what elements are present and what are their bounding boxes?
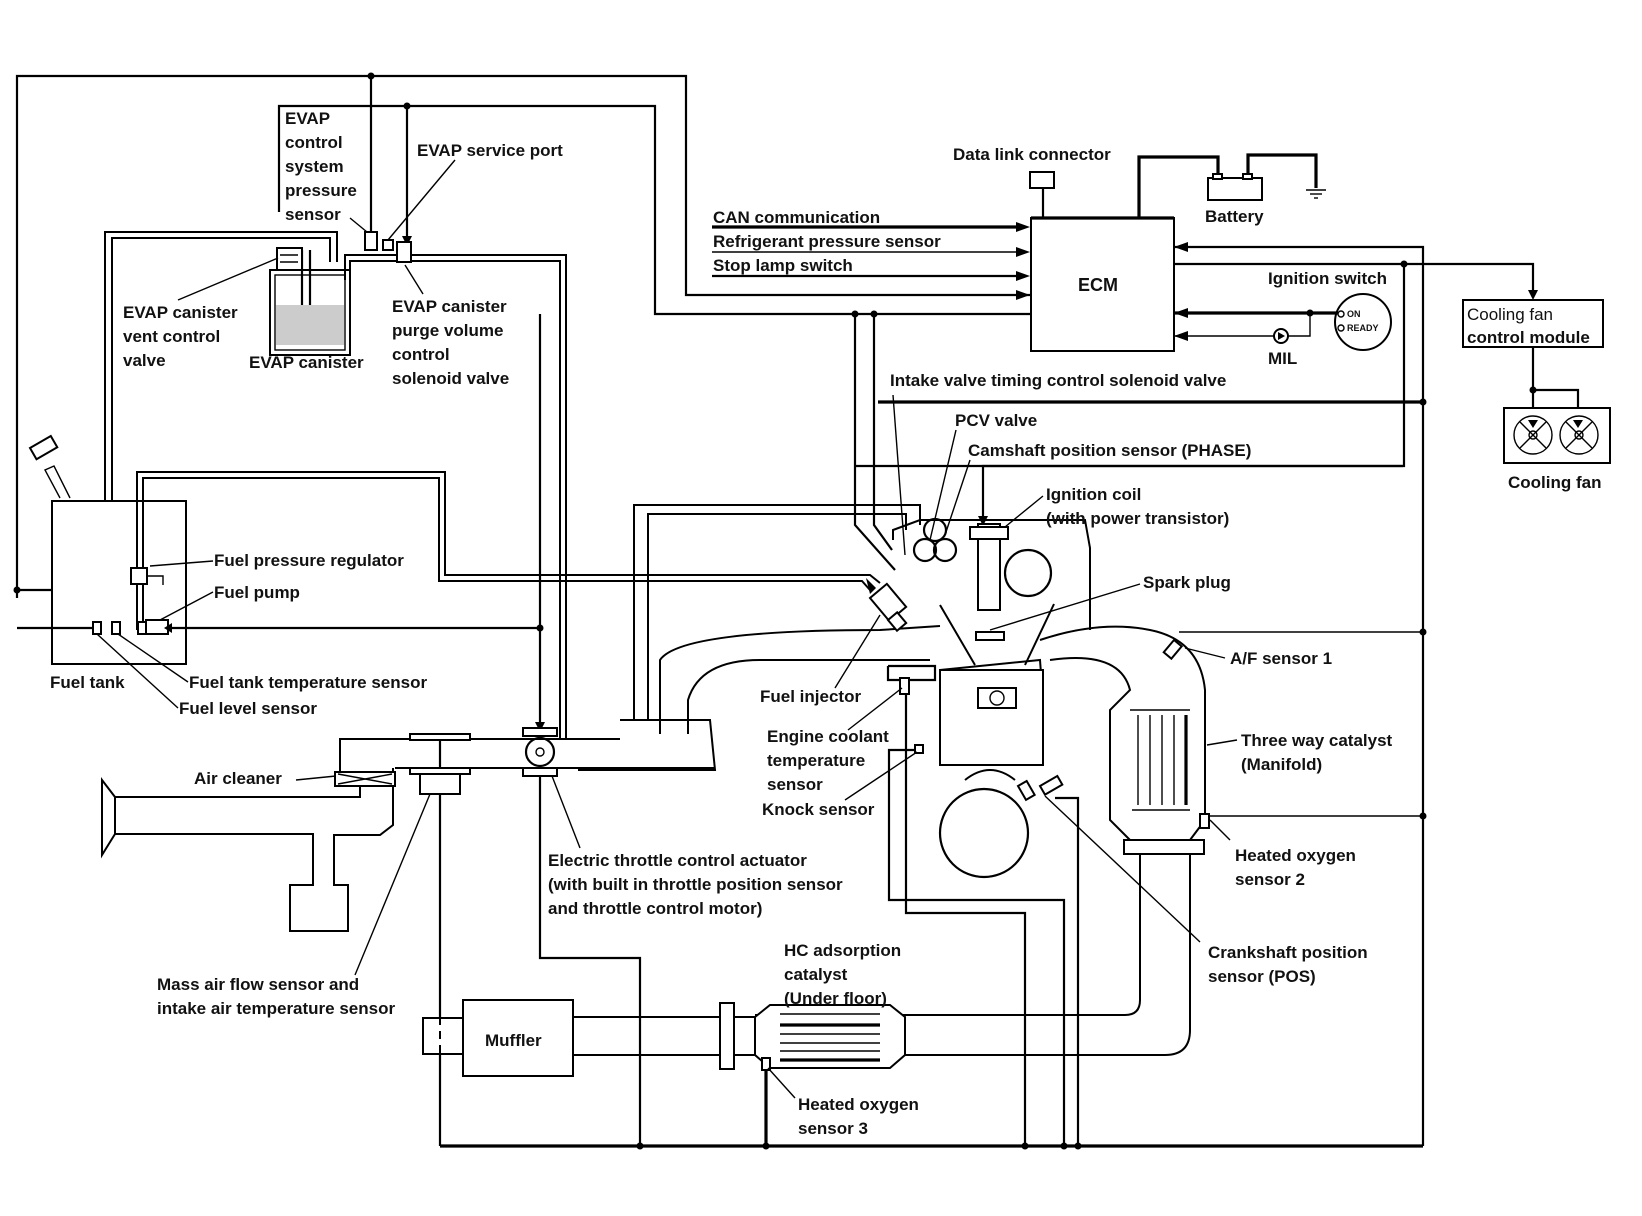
svg-text:ON: ON <box>1347 309 1361 319</box>
exhaust-manifold <box>755 625 1210 1056</box>
evap-piping <box>104 231 567 740</box>
ignition-switch-label: Ignition switch <box>1268 269 1387 288</box>
battery: Battery <box>1137 153 1326 226</box>
intake-valve-timing-label: Intake valve timing control solenoid val… <box>890 371 1226 390</box>
ignition-switch: Ignition switch ON READY MIL <box>855 242 1425 1146</box>
air-cleaner-label: Air cleaner <box>194 769 282 788</box>
engine-block <box>886 517 1091 1146</box>
spark-plug-label: Spark plug <box>1143 573 1231 592</box>
pcv-valve-label: PCV valve <box>955 411 1037 430</box>
intake-manifold <box>578 504 941 771</box>
evap-canister-label: EVAP canister <box>249 353 364 372</box>
fuel-pressure-regulator-label: Fuel pressure regulator <box>214 551 404 570</box>
fuel-pump-label: Fuel pump <box>214 583 300 602</box>
ecm-input-refrigerant: Refrigerant pressure sensor <box>713 232 941 251</box>
mil-label: MIL <box>1268 349 1297 368</box>
fuel-injector-part <box>866 578 908 633</box>
muffler-label: Muffler <box>485 1031 542 1050</box>
camshaft-sensor-label: Camshaft position sensor (PHASE) <box>968 441 1251 460</box>
ecm-inputs: CAN communication Refrigerant pressure s… <box>712 208 1030 300</box>
fuel-level-sensor-label: Fuel level sensor <box>179 699 317 718</box>
cooling-fan-label: Cooling fan <box>1508 473 1601 492</box>
ignition-coil-label: Ignition coil(with power transistor) <box>1046 485 1229 528</box>
svg-text:READY: READY <box>1347 323 1379 333</box>
three-way-catalyst-label: Three way catalyst(Manifold) <box>1241 731 1393 774</box>
data-link-connector: Data link connector <box>953 145 1111 218</box>
fuel-tank-label: Fuel tank <box>50 673 125 692</box>
ecm-input-can: CAN communication <box>713 208 880 227</box>
knock-sensor-label: Knock sensor <box>762 800 875 819</box>
bottom-bus <box>440 1142 1423 1150</box>
fuel-tank-temp-sensor-label: Fuel tank temperature sensor <box>189 673 427 692</box>
af-sensor-1-label: A/F sensor 1 <box>1230 649 1332 668</box>
ecm: ECM <box>1030 216 1175 352</box>
throttle-actuator-label: Electric throttle control actuator(with … <box>548 851 843 918</box>
evap-service-port-label: EVAP service port <box>417 141 563 160</box>
fuel-injector-label: Fuel injector <box>760 687 861 706</box>
fuel-tank-labels: Fuel pressure regulator Fuel pump Fuel t… <box>50 551 427 718</box>
battery-label: Battery <box>1205 207 1264 226</box>
ecm-label: ECM <box>1078 275 1118 295</box>
evap-canister <box>269 247 351 356</box>
cooling-fan-icon <box>1513 415 1599 455</box>
air-intake <box>101 727 715 1146</box>
data-link-connector-label: Data link connector <box>953 145 1111 164</box>
fuel-tank <box>17 314 881 732</box>
engine-labels: Intake valve timing control solenoid val… <box>760 371 1393 986</box>
engine-wiring <box>851 310 1427 820</box>
ecm-input-stop-lamp: Stop lamp switch <box>713 256 853 275</box>
air-intake-labels: Air cleaner Electric throttle control ac… <box>157 769 843 1018</box>
